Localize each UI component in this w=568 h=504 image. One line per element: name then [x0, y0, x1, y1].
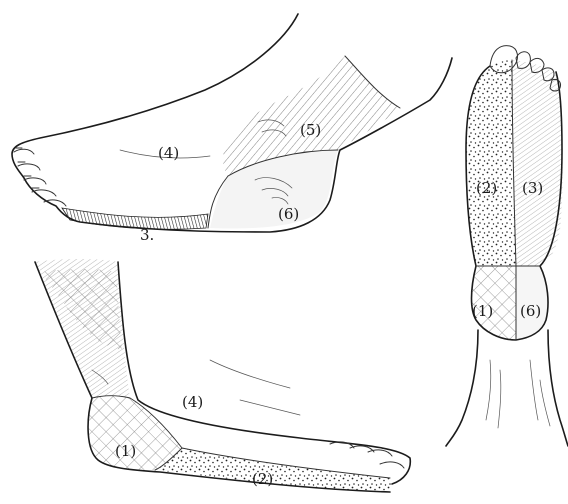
- plantar-label-1: (1): [472, 302, 493, 320]
- plantar-view: [446, 46, 568, 446]
- plantar-label-6: (6): [520, 302, 541, 320]
- medial-label-4: (4): [182, 393, 203, 411]
- plantar-label-2: (2): [476, 179, 497, 197]
- lateral-label-4: (4): [158, 144, 179, 162]
- plantar-label-3: (3): [522, 179, 543, 197]
- medial-zone-2: [155, 448, 392, 492]
- medial-label-1: (1): [115, 442, 136, 460]
- lateral-label-3: 3.: [140, 226, 154, 244]
- lateral-label-6: (6): [278, 205, 299, 223]
- lateral-view: [12, 14, 452, 232]
- medial-label-2: (2): [252, 470, 273, 488]
- lateral-label-5: (5): [300, 121, 321, 139]
- medial-view: [35, 259, 410, 492]
- lateral-zone-3: [62, 208, 208, 229]
